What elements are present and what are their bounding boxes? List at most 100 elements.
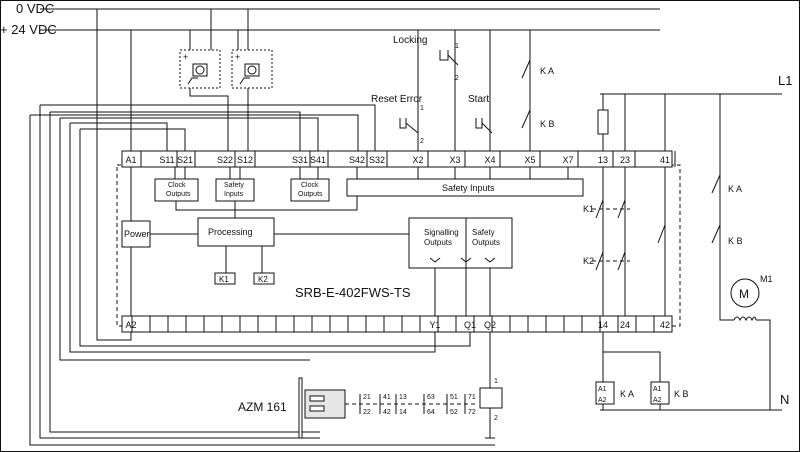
reset-pin-1: 1	[420, 105, 424, 112]
kb-contact-x5	[521, 109, 531, 129]
switch-pin-22: 22	[363, 409, 371, 416]
rail-0vdc-label: 0 VDC	[16, 1, 54, 16]
switch-pin-13: 13	[399, 394, 407, 401]
svg-text:Outputs: Outputs	[472, 238, 500, 247]
rail-l1-label: L1	[778, 73, 792, 88]
module-name: SRB-E-402FWS-TS	[295, 285, 411, 300]
output-block	[408, 217, 513, 269]
svg-text:A2: A2	[653, 397, 662, 404]
switch-pin-51: 51	[450, 394, 458, 401]
switch-pin-64: 64	[427, 409, 435, 416]
motor-winding	[733, 316, 757, 322]
terminal-q2: Q2	[484, 320, 496, 330]
switch-pin-71: 71	[468, 394, 476, 401]
switch-coil	[479, 387, 503, 409]
svg-text:A2: A2	[598, 397, 607, 404]
k2-coil	[253, 272, 275, 285]
svg-text:Outputs: Outputs	[298, 191, 323, 198]
switch-pin-14: 14	[399, 409, 407, 416]
svg-text:Outputs: Outputs	[166, 191, 191, 198]
svg-text:A1: A1	[653, 386, 662, 393]
switch-pin-21: 21	[363, 394, 371, 401]
terminal-13: 13	[598, 155, 608, 165]
k2-contact-label: K2	[583, 256, 594, 266]
terminal-41: 41	[660, 155, 670, 165]
terminal-24: 24	[620, 320, 630, 330]
svg-text:K2: K2	[258, 275, 268, 284]
svg-text:Power: Power	[124, 229, 150, 239]
svg-text:Clock: Clock	[301, 182, 319, 189]
svg-text:Outputs: Outputs	[424, 238, 452, 247]
terminal-s42: S42	[349, 155, 365, 165]
safety-inputs-block	[346, 178, 584, 197]
terminal-x5: X5	[524, 155, 535, 165]
switch-pin-72: 72	[468, 409, 476, 416]
svg-text:K1: K1	[219, 275, 229, 284]
nc-contact-41	[657, 224, 666, 244]
locking-pin-2: 2	[455, 75, 459, 82]
kb-label-motor: K B	[728, 236, 743, 246]
ka-label-x5: K A	[540, 66, 554, 76]
start-label: Start	[468, 94, 489, 105]
terminal-s11: S11	[159, 155, 174, 165]
terminal-s32: S32	[369, 155, 385, 165]
power-block	[121, 220, 151, 248]
terminal-x3: X3	[449, 155, 460, 165]
sensor-1: +	[179, 49, 221, 89]
svg-text:2: 2	[494, 415, 498, 422]
svg-text:Safety: Safety	[472, 228, 495, 237]
svg-text:Safety: Safety	[224, 182, 244, 189]
motor-label: M1	[760, 274, 773, 284]
svg-text:+: +	[235, 52, 240, 62]
terminal-a1: A1	[125, 155, 136, 165]
svg-text:Inputs: Inputs	[224, 191, 244, 198]
svg-text:Safety Inputs: Safety Inputs	[442, 183, 495, 193]
kb-label-x5: K B	[540, 119, 555, 129]
locking-label: Locking	[393, 35, 427, 46]
ka-contact-x5	[521, 59, 531, 79]
coil-kb-label: K B	[674, 389, 689, 399]
svg-text:Processing: Processing	[208, 227, 253, 237]
terminal-x2: X2	[412, 155, 423, 165]
terminal-23: 23	[620, 155, 630, 165]
k1-contact-label: K1	[583, 204, 594, 214]
rail-24vdc-label: + 24 VDC	[0, 22, 57, 37]
start-contact	[475, 118, 493, 134]
svg-text:+: +	[183, 52, 188, 62]
rail-n-label: N	[780, 392, 789, 407]
terminal-s41: S41	[310, 155, 326, 165]
clock-outputs-block-2	[290, 178, 330, 202]
processing-block	[197, 217, 275, 247]
top-terminal-strip	[121, 150, 673, 168]
terminal-q1: Q1	[464, 320, 476, 330]
switch-pin-42: 42	[383, 409, 391, 416]
motor-symbol	[730, 278, 760, 308]
svg-text:1: 1	[494, 378, 498, 385]
fuse	[597, 109, 609, 135]
svg-text:A1: A1	[598, 386, 607, 393]
ka-label-motor: K A	[728, 184, 742, 194]
terminal-s22: S22	[217, 155, 233, 165]
terminal-s31: S31	[292, 155, 308, 165]
svg-text:M: M	[739, 287, 749, 301]
reset-label: Reset Error	[371, 94, 423, 105]
terminal-y1: Y1	[429, 320, 440, 330]
sensor-2: +	[231, 49, 273, 89]
terminal-14: 14	[598, 320, 608, 330]
terminal-x7: X7	[562, 155, 573, 165]
kb-contact-motor	[711, 224, 721, 244]
terminal-x4: X4	[484, 155, 495, 165]
coil-ka-label: K A	[620, 389, 634, 399]
bottom-terminal-strip	[121, 315, 673, 333]
wire-sensor1-out	[189, 88, 229, 151]
svg-text:Clock: Clock	[168, 182, 186, 189]
k1-coil	[214, 272, 236, 285]
ka-contact-motor	[711, 174, 721, 194]
coil-ka	[595, 381, 615, 405]
switch-pin-63: 63	[427, 394, 435, 401]
terminal-s21: S21	[177, 155, 193, 165]
azm161-switch	[298, 377, 475, 439]
locking-pin-1: 1	[455, 43, 459, 50]
